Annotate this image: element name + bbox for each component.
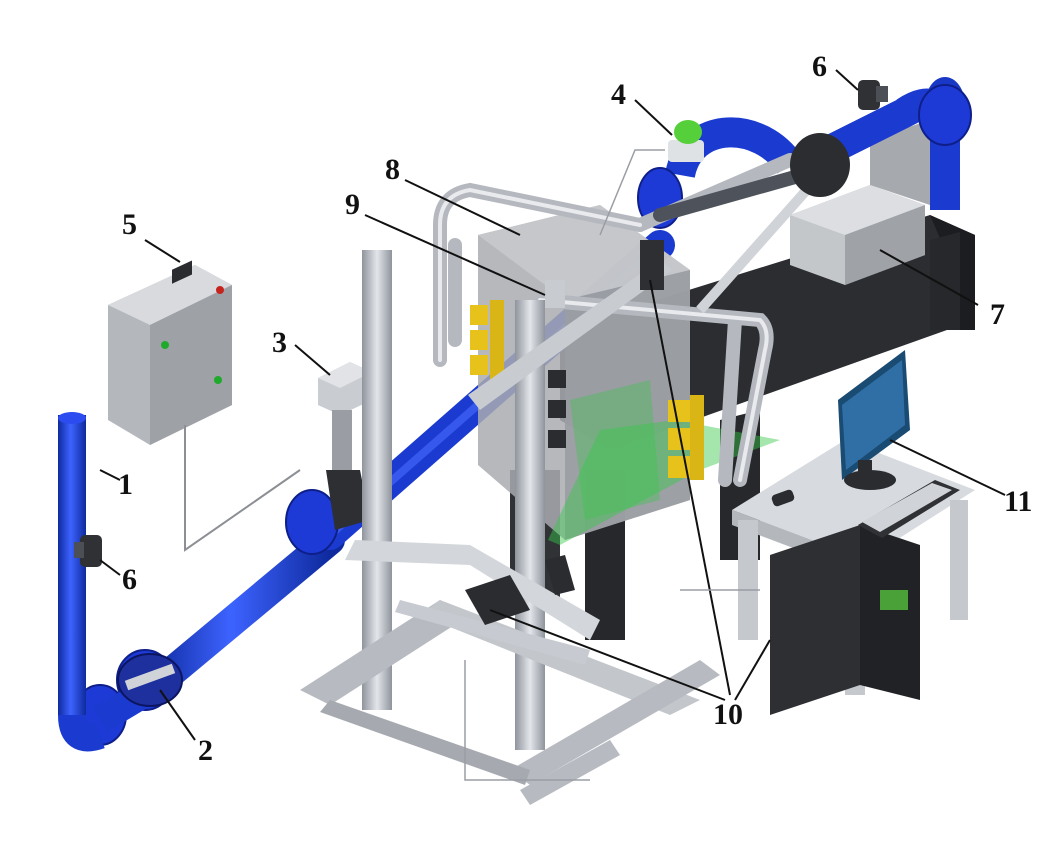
label-3: 3	[272, 326, 287, 359]
flowmeter-3	[318, 362, 372, 530]
camera-4	[668, 120, 704, 162]
label-2: 2	[198, 734, 213, 767]
thin-cable-lines	[464, 149, 760, 781]
control-box-5	[108, 260, 232, 445]
label-1: 1	[118, 468, 133, 501]
pressure-sensor-6-outlet	[858, 80, 888, 110]
camera-mounts	[545, 280, 566, 448]
valve-2	[117, 653, 183, 707]
yellow-blocks-right	[668, 395, 704, 480]
camera-gantry	[300, 240, 720, 805]
computer-desk-11	[732, 350, 975, 715]
label-7: 7	[990, 298, 1005, 331]
label-6-outlet: 6	[812, 50, 827, 83]
yellow-blocks-left	[470, 300, 504, 380]
label-9: 9	[345, 188, 360, 221]
label-4: 4	[611, 78, 626, 111]
pressure-sensor-6-inlet	[74, 535, 102, 567]
label-5: 5	[122, 208, 137, 241]
label-6-inlet: 6	[122, 563, 137, 596]
heater-box-7	[790, 120, 930, 285]
label-10: 10	[713, 698, 743, 731]
label-11: 11	[1004, 485, 1033, 518]
leader-lines	[99, 69, 1006, 741]
control-cable	[184, 425, 301, 552]
diagonal-link-pipe	[653, 133, 850, 314]
label-8: 8	[385, 153, 400, 186]
